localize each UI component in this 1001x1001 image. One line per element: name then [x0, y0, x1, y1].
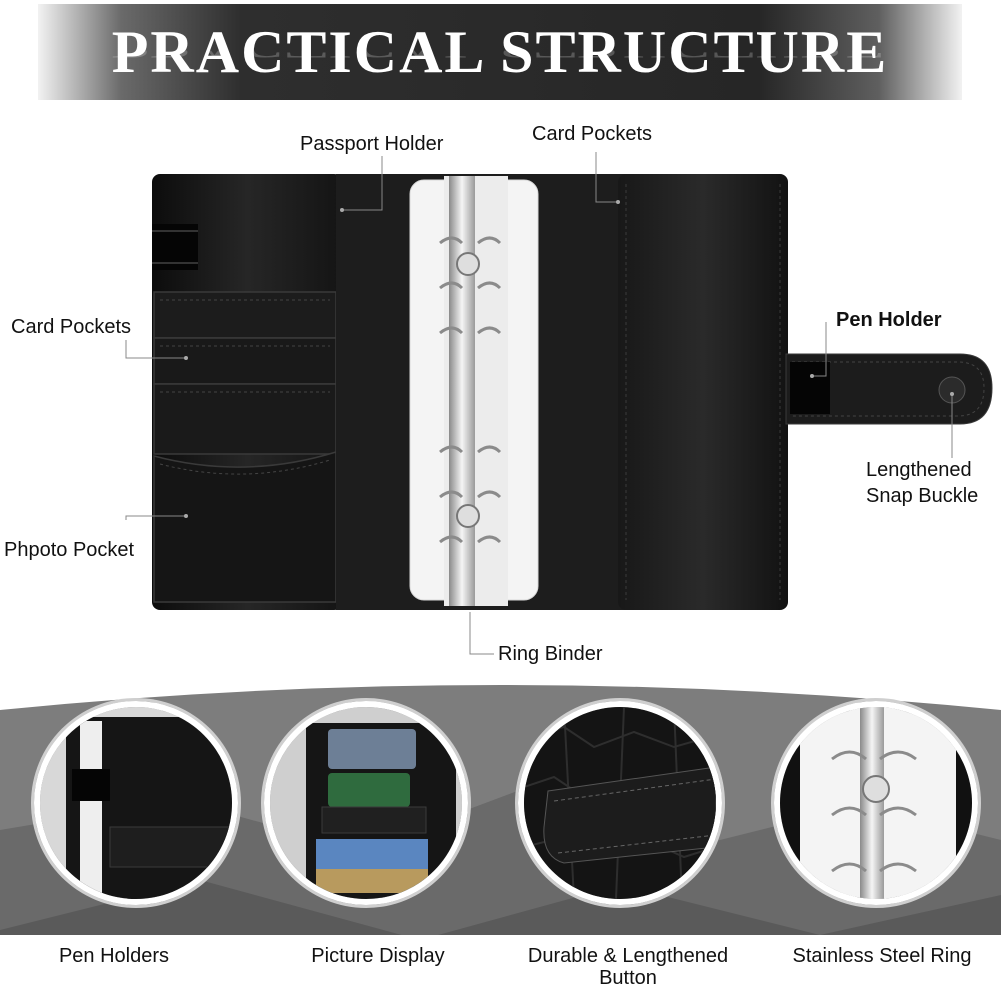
card-pocket-1 — [153, 291, 337, 339]
feature-caption-durable-line1: Durable & Lengthened — [527, 945, 729, 967]
feature-caption-picture-display: Picture Display — [311, 945, 445, 967]
snap-button-strap — [543, 766, 716, 864]
card-pocket-3 — [153, 383, 337, 455]
feature-button-image — [518, 701, 722, 905]
banner-title: PRACTICAL STRUCTURE — [111, 19, 889, 85]
binder-spine-metal — [449, 176, 475, 606]
callout-lengthened: Lengthened — [866, 459, 972, 481]
feature-caption-durable-line2: Button — [599, 967, 657, 989]
callout-ring-binder: Ring Binder — [498, 643, 603, 665]
callout-snap-buckle: Snap Buckle — [866, 485, 979, 507]
feature-caption-steel-ring: Stainless Steel Ring — [792, 945, 972, 967]
ring-release-top — [456, 252, 480, 276]
header-banner: PRACTICAL STRUCTURE PRACTICAL STRUCTURE — [38, 4, 962, 100]
ring-insert — [409, 176, 539, 606]
callout-photo-pocket: Phpoto Pocket — [4, 539, 135, 561]
snap-strap — [785, 353, 993, 425]
left-cover — [152, 174, 342, 610]
callout-card-pockets-top: Card Pockets — [532, 123, 653, 145]
card-pocket-2 — [153, 337, 337, 385]
pen-icon — [80, 721, 102, 899]
feature-steel-ring-image — [774, 701, 978, 905]
card-icon — [328, 729, 416, 769]
callout-card-pockets-left: Card Pockets — [11, 316, 132, 338]
feature-picture-display-image — [264, 701, 468, 905]
callout-lines — [125, 152, 953, 655]
feature-pen-holders-image — [34, 701, 238, 905]
photo-pocket — [153, 450, 337, 603]
feature-caption-pen-holders: Pen Holders — [58, 945, 170, 967]
ring-release-icon — [862, 775, 890, 803]
binder-illustration — [125, 152, 993, 655]
pen-holder-elastic — [790, 362, 830, 414]
right-cover — [618, 174, 788, 610]
callout-pen-holder: Pen Holder — [836, 309, 942, 331]
ring-release-bottom — [456, 504, 480, 528]
callout-passport-holder: Passport Holder — [300, 133, 444, 155]
